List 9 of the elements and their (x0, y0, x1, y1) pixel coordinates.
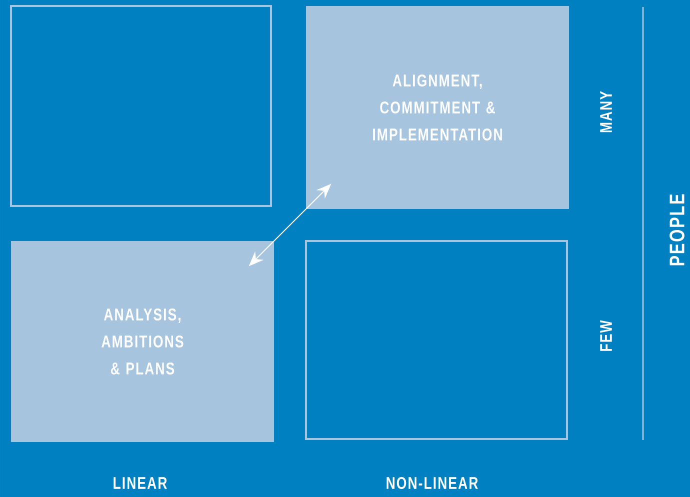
text-box: ALIGNMENT, COMMITMENT & IMPLEMENTATION (306, 6, 569, 209)
empty-box (305, 240, 568, 440)
axis-label: PEOPLE (670, 194, 684, 266)
empty-box (10, 5, 272, 207)
axis-label: MANY (600, 91, 612, 132)
axis-label: FEW (600, 320, 612, 351)
axis-label: NON-LINEAR (386, 476, 478, 489)
axis-label: LINEAR (114, 477, 167, 489)
text-box: ANALYSIS, AMBITIONS & PLANS (11, 241, 274, 442)
